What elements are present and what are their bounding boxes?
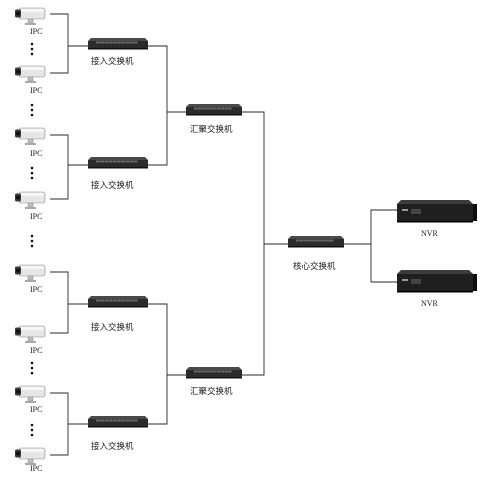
vertical-ellipsis <box>30 103 34 117</box>
connection-line <box>148 112 168 166</box>
connection-line <box>148 375 168 425</box>
ip-camera-icon <box>15 191 46 209</box>
nvr-recorder-icon <box>397 270 477 293</box>
core-switch-label: 核心交换机 <box>293 261 336 271</box>
connection-line <box>50 424 69 456</box>
ip-camera-icon <box>15 65 46 83</box>
ip-camera-icon <box>15 447 46 465</box>
vertical-ellipsis <box>30 423 34 437</box>
connection-line <box>344 209 397 245</box>
connection-line <box>50 271 88 305</box>
aggregation-switch-label: 汇聚交换机 <box>190 124 233 134</box>
ip-camera-icon <box>15 7 46 25</box>
ip-camera-icon <box>15 325 46 343</box>
camera-label: IPC <box>30 86 43 95</box>
connection-line <box>50 134 88 166</box>
connection-line <box>50 392 88 425</box>
camera-label: IPC <box>30 27 43 36</box>
connection-line <box>148 303 186 376</box>
access-switch-label: 接入交换机 <box>91 322 134 332</box>
network-switch-icon <box>186 104 242 116</box>
nvr-label: NVR <box>421 229 438 238</box>
camera-label: IPC <box>30 346 43 355</box>
network-switch-icon <box>88 296 148 308</box>
camera-label: IPC <box>30 464 43 473</box>
ip-camera-icon <box>15 127 46 145</box>
vertical-ellipsis <box>30 361 34 375</box>
camera-label: IPC <box>30 285 43 294</box>
network-switch-icon <box>88 38 148 50</box>
network-switch-icon <box>288 236 344 248</box>
camera-label: IPC <box>30 405 43 414</box>
connection-line <box>242 111 288 245</box>
vertical-ellipsis <box>30 166 34 180</box>
network-switch-icon <box>186 367 242 379</box>
vertical-ellipsis <box>30 234 34 248</box>
camera-label: IPC <box>30 212 43 221</box>
connection-line <box>50 165 69 200</box>
access-switch-label: 接入交换机 <box>91 180 134 190</box>
connection-line <box>242 244 265 376</box>
ip-camera-icon <box>15 385 46 403</box>
connection-line <box>148 45 186 113</box>
connection-line <box>50 304 69 334</box>
network-switch-icon <box>88 416 148 428</box>
connection-line <box>50 13 88 47</box>
camera-label: IPC <box>30 149 43 158</box>
aggregation-switch-label: 汇聚交换机 <box>190 386 233 396</box>
nvr-recorder-icon <box>397 200 477 223</box>
connection-line <box>50 46 69 74</box>
nvr-label: NVR <box>421 299 438 308</box>
access-switch-label: 接入交换机 <box>91 441 134 451</box>
network-switch-icon <box>88 157 148 169</box>
vertical-ellipsis <box>30 42 34 56</box>
access-switch-label: 接入交换机 <box>91 56 134 66</box>
connection-line <box>370 244 397 283</box>
ip-camera-icon <box>15 264 46 282</box>
